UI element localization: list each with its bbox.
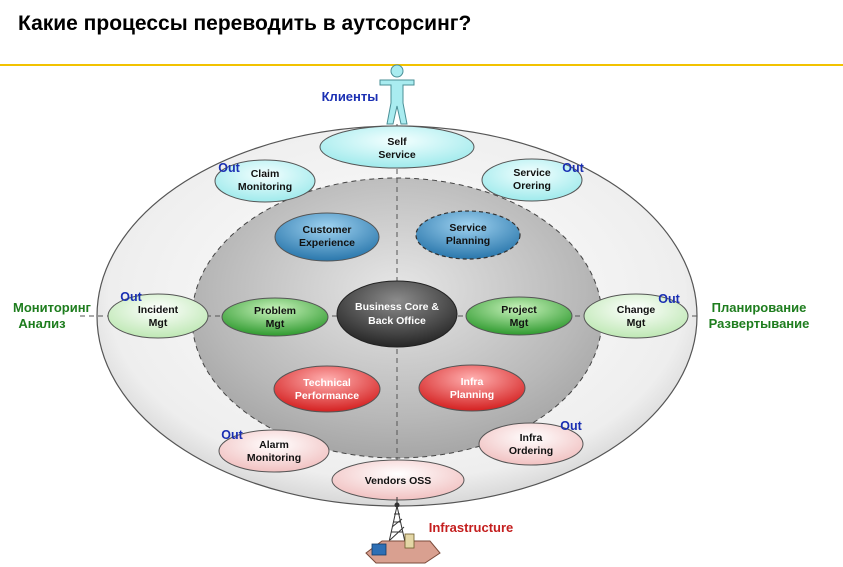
svg-text:Mgt: Mgt <box>627 317 646 329</box>
svg-text:Mgt: Mgt <box>149 317 168 329</box>
node-problem-mgt: Problem Mgt <box>221 297 329 337</box>
svg-text:Performance: Performance <box>295 390 359 402</box>
right-label-planning: Планирование <box>712 300 807 315</box>
node-incident-mgt: Incident Mgt <box>107 293 209 339</box>
title-divider <box>0 64 843 66</box>
node-business-core: Business Core & Back Office <box>336 280 458 348</box>
node-service-planning: Service Planning <box>415 210 521 260</box>
out-label-claim: Out <box>218 161 240 175</box>
svg-text:Monitoring: Monitoring <box>247 452 301 464</box>
node-infra-planning: Infra Planning <box>418 364 526 412</box>
svg-text:Service: Service <box>513 167 551 179</box>
node-alarm-monitoring: Alarm Monitoring <box>218 429 330 473</box>
node-service-ordering: Service Orering <box>481 158 583 202</box>
node-claim-monitoring: Claim Monitoring <box>214 159 316 203</box>
svg-text:Project: Project <box>501 304 537 316</box>
right-label-deployment: Развертывание <box>709 316 810 331</box>
svg-text:Mgt: Mgt <box>266 318 285 330</box>
node-self-service: Self Service <box>319 125 475 169</box>
svg-text:Alarm: Alarm <box>259 439 289 451</box>
out-label-change: Out <box>658 292 680 306</box>
svg-text:Service: Service <box>378 149 416 161</box>
node-customer-experience: Customer Experience <box>274 212 380 262</box>
svg-text:Claim: Claim <box>251 168 280 180</box>
svg-text:Customer: Customer <box>302 224 351 236</box>
svg-text:Technical: Technical <box>303 377 351 389</box>
node-infra-ordering: Infra Ordering <box>478 422 584 466</box>
svg-text:Monitoring: Monitoring <box>238 181 292 193</box>
out-label-incident: Out <box>120 290 142 304</box>
out-label-alarm: Out <box>221 428 243 442</box>
client-person-icon <box>379 64 415 125</box>
out-label-infra-ordering: Out <box>560 419 582 433</box>
left-label-monitoring: Мониторинг <box>13 300 92 315</box>
node-technical-performance: Technical Performance <box>273 365 381 413</box>
svg-text:Business Core &: Business Core & <box>355 301 439 313</box>
infrastructure-platform-icon <box>365 533 441 564</box>
svg-text:Planning: Planning <box>446 235 490 247</box>
page-title: Какие процессы переводить в аутсорсинг? <box>18 12 472 35</box>
svg-text:Experience: Experience <box>299 237 355 249</box>
svg-text:Change: Change <box>617 304 656 316</box>
svg-text:Self: Self <box>387 136 407 148</box>
left-label-analysis: Анализ <box>18 316 66 331</box>
radio-tower-icon <box>388 497 406 543</box>
svg-text:Infra: Infra <box>461 376 484 388</box>
svg-text:Vendors OSS: Vendors OSS <box>365 475 432 487</box>
svg-text:Incident: Incident <box>138 304 179 316</box>
clients-label: Клиенты <box>322 89 379 104</box>
svg-text:Service: Service <box>449 222 487 234</box>
svg-text:Planning: Planning <box>450 389 494 401</box>
svg-text:Ordering: Ordering <box>509 445 553 457</box>
svg-text:Problem: Problem <box>254 305 296 317</box>
node-change-mgt: Change Mgt <box>583 293 689 339</box>
node-vendors-oss: Vendors OSS <box>331 459 465 501</box>
svg-text:Infra: Infra <box>520 432 543 444</box>
out-label-service-ordering: Out <box>562 161 584 175</box>
svg-text:Orering: Orering <box>513 180 551 192</box>
svg-text:Back Office: Back Office <box>368 315 426 327</box>
node-project-mgt: Project Mgt <box>465 296 573 336</box>
infrastructure-label: Infrastructure <box>429 520 514 535</box>
svg-text:Mgt: Mgt <box>510 317 529 329</box>
